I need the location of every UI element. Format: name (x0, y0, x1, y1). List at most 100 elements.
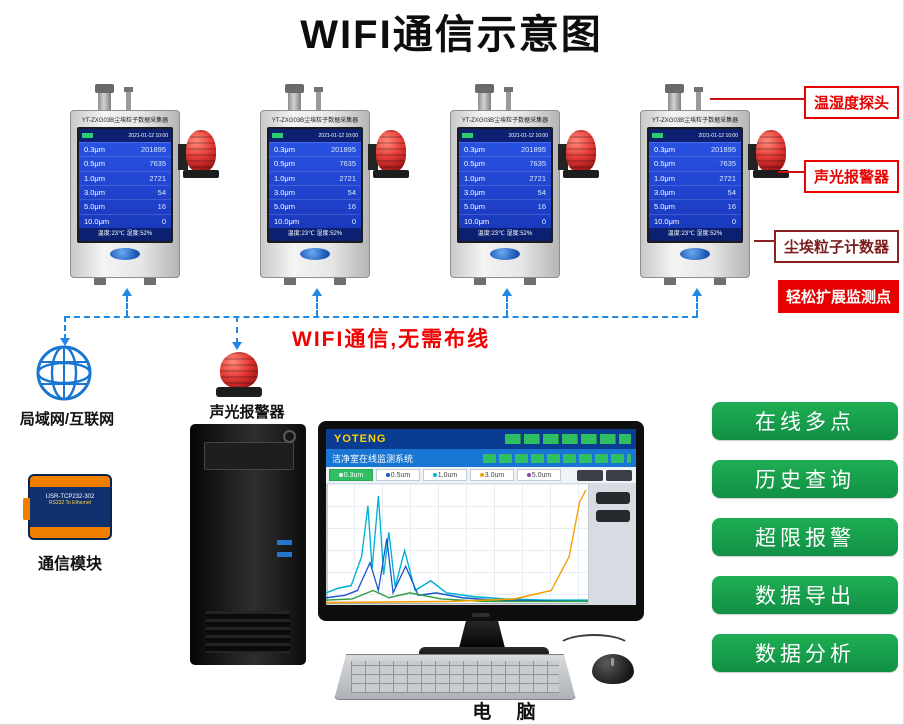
particle-size-label: 0.3μm (84, 145, 105, 155)
device-foot (144, 278, 156, 285)
brand-logo-icon (300, 248, 330, 260)
chart-side-panel (588, 484, 636, 605)
tab-extra-chips (577, 469, 636, 481)
arrow-up-icon (312, 288, 322, 296)
module-model-text: USR-TCP232-302 (45, 494, 95, 500)
particle-count-value: 54 (347, 188, 356, 198)
leader-line (778, 171, 806, 173)
particle-size-label: 3.0μm (464, 188, 485, 198)
sampling-inlet-icon (694, 87, 703, 112)
alarm-beacon (748, 128, 789, 184)
device-foot (664, 278, 676, 285)
wifi-link-line (64, 316, 66, 340)
screen-status-chip (272, 133, 283, 138)
temp-humidity-readout: 温度:23℃ 湿度:52% (269, 227, 361, 241)
particle-count-value: 0 (541, 216, 546, 226)
particle-count-value: 2721 (529, 173, 546, 183)
particle-count-value: 7635 (529, 159, 546, 169)
particle-count-value: 16 (157, 202, 166, 212)
particle-count-value: 54 (157, 188, 166, 198)
temp-humidity-probe-icon (665, 84, 684, 112)
particle-count-value: 7635 (149, 159, 166, 169)
internet-globe-icon (33, 342, 95, 409)
screen-time: 2021-01-12 10:00 (128, 132, 168, 139)
alarm-dome-icon (373, 130, 409, 178)
device-foot (334, 278, 346, 285)
panel-chip (595, 492, 630, 504)
leader-line (754, 240, 776, 242)
software-brand: YOTENG (334, 433, 387, 445)
particle-row: 5.0μm 16 (79, 199, 171, 213)
screen-time: 2021-01-12 10:00 (698, 132, 738, 139)
trend-chart (326, 484, 588, 605)
data-chip (606, 469, 632, 481)
tab-1.0um: 1.0um (423, 469, 467, 481)
screen-status-chip (82, 133, 93, 138)
particle-count-value: 201895 (520, 145, 546, 155)
particle-size-label: 1.0μm (654, 173, 675, 183)
particle-count-value: 0 (351, 216, 356, 226)
device-body: YT-ZXG03B尘埃粒子数据采集器 2021-01-12 10:00 0.3μ… (450, 110, 560, 278)
particle-count-value: 201895 (710, 145, 736, 155)
alarm-beacon (178, 128, 219, 184)
monitor-screen: YOTENG 洁净室在线监测系统 0.3um 0.5um 1.0um 3.0um… (326, 429, 636, 605)
dust-particle-counter-2: YT-ZXG03B尘埃粒子数据采集器 2021-01-12 10:00 0.3μ… (258, 84, 409, 296)
brand-logo-icon (680, 248, 710, 260)
chart-area (326, 484, 636, 605)
computer-label: 电 脑 (472, 702, 546, 723)
alarm-bracket (558, 144, 568, 170)
network-label: 局域网/互联网 (19, 411, 115, 428)
particle-size-label: 5.0μm (84, 202, 105, 212)
particle-size-label: 0.5μm (464, 159, 485, 169)
module-sub-text: RS232 To Ethernet (48, 500, 92, 506)
brand-logo-icon (490, 248, 520, 260)
page-title: WIFI通信示意图 (300, 13, 603, 57)
particle-size-label: 0.3μm (464, 145, 485, 155)
alarm-beacon (558, 128, 599, 184)
arrow-up-icon (502, 288, 512, 296)
tab-0.3um: 0.3um (329, 469, 373, 481)
particle-row: 0.3μm 201895 (459, 142, 551, 156)
particle-count-value: 16 (727, 202, 736, 212)
temp-humidity-readout: 温度:23℃ 湿度:52% (649, 227, 741, 241)
usb-port-icon (277, 540, 292, 545)
wifi-bus-line (64, 316, 698, 318)
particle-counter-device: YT-ZXG03B尘埃粒子数据采集器 2021-01-12 10:00 0.3μ… (638, 84, 789, 296)
feature-online-multipoint: 在线多点 (712, 402, 898, 440)
legend-dot-icon (526, 473, 531, 478)
module-label: 通信模块 (37, 556, 102, 573)
dust-particle-counter-4: YT-ZXG03B尘埃粒子数据采集器 2021-01-12 10:00 0.3μ… (638, 84, 789, 296)
alarm-base (216, 387, 262, 397)
tab-0.5um: 0.5um (376, 469, 420, 481)
particle-size-label: 3.0μm (654, 188, 675, 198)
usb-port-icon (277, 552, 292, 557)
pc-tower (190, 424, 306, 665)
particle-count-value: 7635 (719, 159, 736, 169)
alarm-dome-icon (183, 130, 219, 178)
particle-count-value: 2721 (719, 173, 736, 183)
vent-grille (206, 611, 290, 653)
sampling-inlet-icon (124, 87, 133, 112)
mode-chip (577, 469, 603, 481)
module-mount-ear (23, 498, 30, 520)
mouse (592, 654, 634, 684)
particle-size-label: 0.5μm (654, 159, 675, 169)
wifi-link-line (316, 296, 318, 316)
particle-size-label: 5.0μm (274, 202, 295, 212)
leader-line (710, 98, 806, 100)
screen-status-chip (652, 133, 663, 138)
serial-to-ethernet-module: USR-TCP232-302 RS232 To Ethernet (23, 474, 112, 540)
